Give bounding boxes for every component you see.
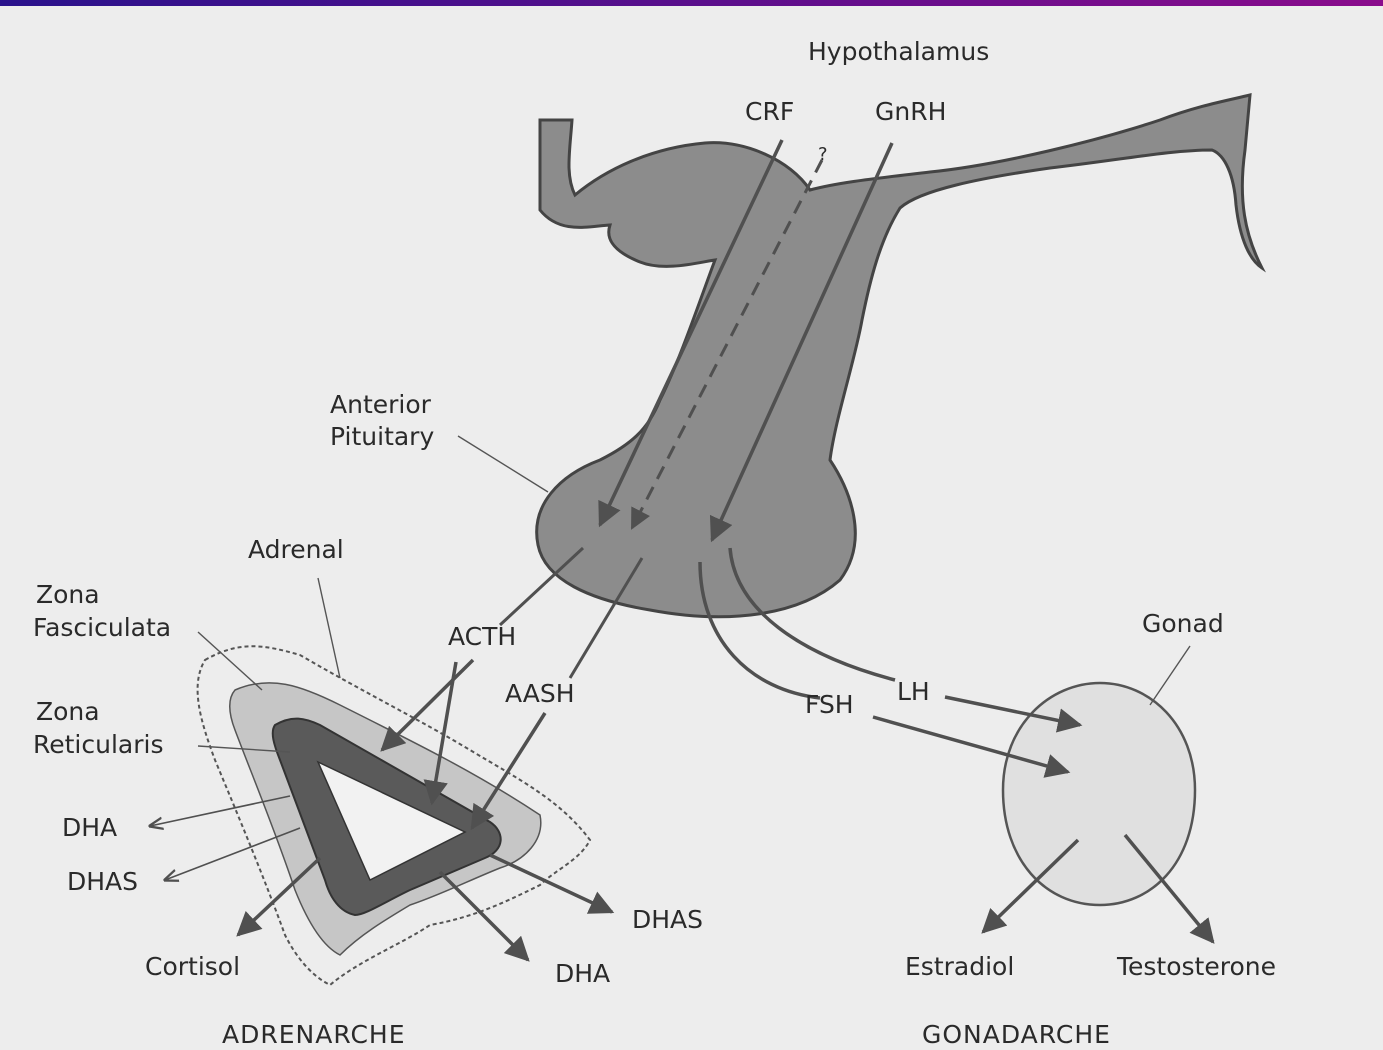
label-adrenal: Adrenal [248, 535, 344, 564]
label-estradiol: Estradiol [905, 952, 1014, 981]
caption-adrenarche: ADRENARCHE [222, 1020, 406, 1049]
label-cortisol: Cortisol [145, 952, 240, 981]
label-anterior-pituitary-2: Pituitary [330, 422, 434, 451]
anterior-pituitary-leader [458, 436, 548, 492]
label-zona-reticularis-1: Zona [36, 697, 100, 726]
label-crf: CRF [745, 97, 794, 126]
gonad-leader [1150, 646, 1190, 705]
hypothalamus-tissue [537, 95, 1262, 617]
label-hypothalamus: Hypothalamus [808, 37, 989, 66]
label-dha-left: DHA [62, 813, 117, 842]
label-testosterone: Testosterone [1116, 952, 1276, 981]
label-dhas-left: DHAS [67, 867, 138, 896]
adrenal-leader [318, 578, 340, 678]
label-lh: LH [897, 677, 930, 706]
label-zona-reticularis-2: Reticularis [33, 730, 163, 759]
label-question-mark: ? [818, 144, 828, 165]
label-dha-bottom: DHA [555, 959, 610, 988]
label-fsh: FSH [805, 690, 854, 719]
label-gnrh: GnRH [875, 97, 946, 126]
label-dhas-right: DHAS [632, 905, 703, 934]
label-acth: ACTH [448, 622, 516, 651]
label-zona-fasciculata-2: Fasciculata [33, 613, 171, 642]
label-aash: AASH [505, 679, 575, 708]
label-zona-fasciculata-1: Zona [36, 580, 100, 609]
caption-gonadarche: GONADARCHE [922, 1020, 1111, 1049]
label-anterior-pituitary-1: Anterior [330, 390, 432, 419]
label-gonad: Gonad [1142, 609, 1224, 638]
